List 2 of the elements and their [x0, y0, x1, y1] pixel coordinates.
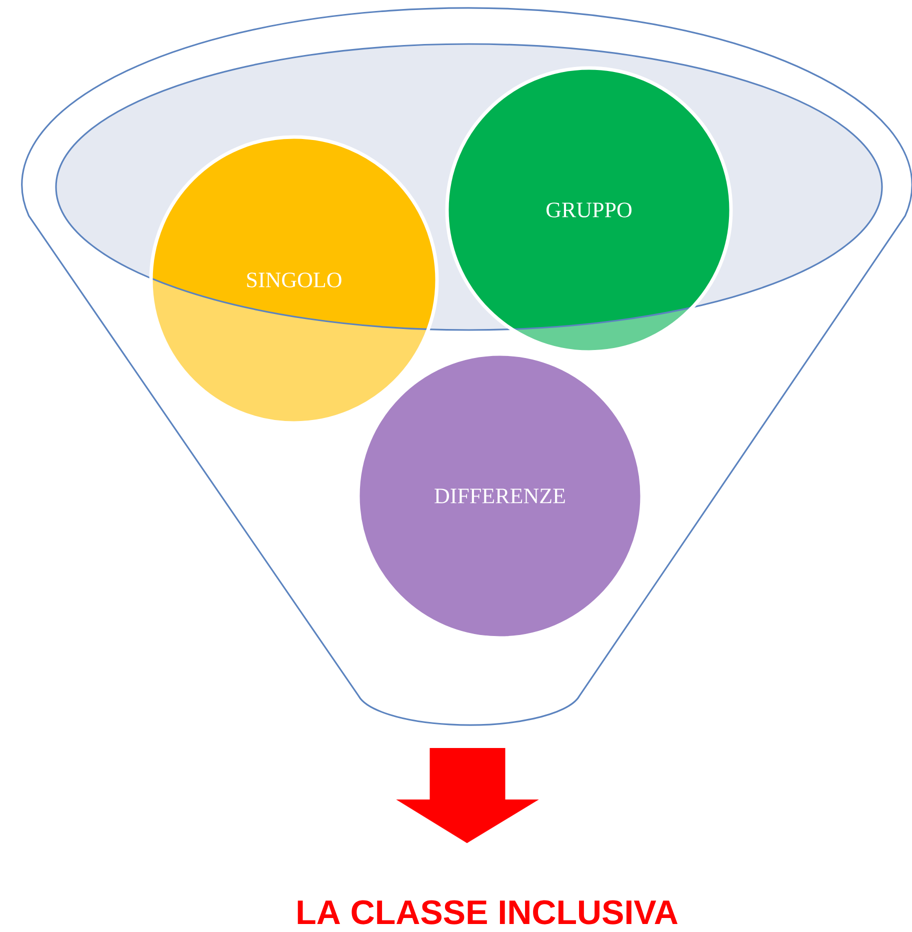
block-arrow: [396, 748, 538, 844]
result-label: LA CLASSE INCLUSIVA: [298, 900, 678, 924]
